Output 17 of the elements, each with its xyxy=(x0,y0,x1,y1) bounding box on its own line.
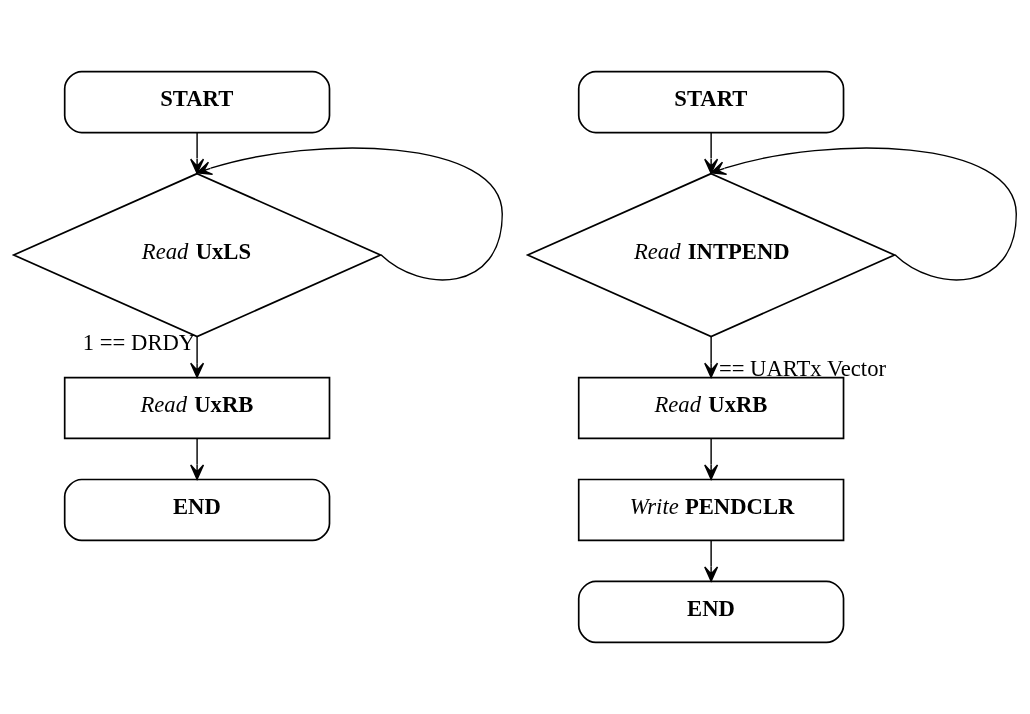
arrow xyxy=(704,132,719,174)
node-box: START xyxy=(577,70,845,134)
arrow xyxy=(704,437,719,480)
node-box: START xyxy=(63,70,331,134)
arrow xyxy=(704,539,719,582)
node-box: Read UxRB xyxy=(577,376,845,440)
arrow xyxy=(704,336,719,378)
node-box: END xyxy=(577,580,845,644)
node-diamond: Read INTPEND xyxy=(525,172,897,338)
arrow xyxy=(196,147,503,281)
arrow xyxy=(190,336,205,378)
arrow xyxy=(710,147,1017,281)
arrow xyxy=(190,437,205,480)
arrow xyxy=(190,132,205,174)
node-box: Read UxRB xyxy=(63,376,331,440)
node-box: Write PENDCLR xyxy=(577,478,845,542)
node-box: END xyxy=(63,478,331,542)
